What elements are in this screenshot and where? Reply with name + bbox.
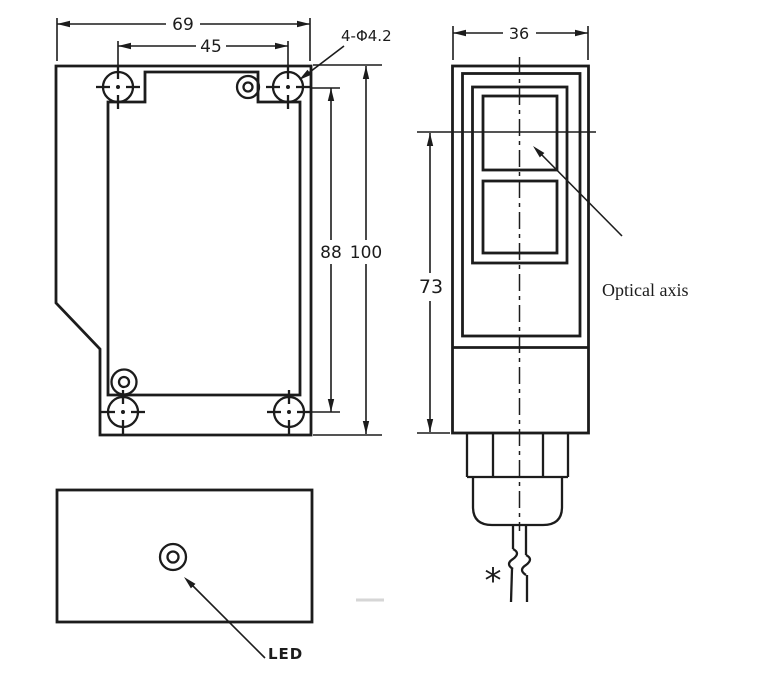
dim-width-outer: 69: [56, 15, 311, 61]
gland-boot: [471, 477, 564, 527]
front-housing-outline: [451, 64, 590, 435]
lens-bezel-inner: [471, 85, 569, 265]
led-text: LED: [268, 645, 303, 663]
cable-break-icon: [520, 553, 532, 576]
led-callout: LED: [184, 577, 303, 663]
dim-front-height: 73: [417, 133, 450, 434]
side-view: [54, 64, 313, 437]
mounting-hole-icon: [267, 390, 311, 434]
bottom-view-outline: [55, 488, 314, 624]
lens-bezel-outer: [461, 72, 582, 338]
hole-callout: 4-Φ4.2: [299, 27, 392, 80]
dim-text-45: 45: [200, 37, 222, 57]
dim-hole-spacing-height: 88: [312, 87, 342, 413]
dim-text-88: 88: [320, 243, 342, 263]
screw-icon: [110, 368, 138, 396]
cable-note-marker: *: [485, 561, 502, 601]
bottom-view: LED: [55, 488, 384, 663]
cable-break-icon: [507, 547, 519, 570]
mounting-hole-icon: [101, 390, 145, 434]
dim-text-36: 36: [509, 24, 529, 43]
cable: [507, 525, 532, 603]
dim-hole-spacing-width: 45: [117, 37, 289, 69]
dim-height-outer: 100: [313, 64, 382, 436]
optical-axis-callout: Optical axis: [533, 146, 688, 300]
dim-text-69: 69: [172, 15, 194, 35]
optical-axis-text: Optical axis: [602, 280, 688, 300]
housing-outline: [54, 64, 313, 437]
led-indicator-icon: [158, 542, 188, 572]
mounting-hole-icon: [96, 65, 140, 109]
cable-assembly: *: [465, 434, 570, 603]
dim-front-width: 36: [452, 24, 589, 60]
mounting-hole-icon: [266, 65, 310, 109]
screw-icon: [235, 74, 261, 100]
mounting-plate-outline: [106, 70, 302, 397]
side-view-dimensions: 69 45 4-Φ4.2 88: [56, 15, 392, 436]
dim-text-100: 100: [350, 243, 382, 263]
dim-text-73: 73: [419, 276, 443, 298]
hole-callout-text: 4-Φ4.2: [341, 27, 392, 45]
gland-nut: [465, 434, 570, 479]
front-view: Optical axis 36 73: [417, 24, 688, 531]
